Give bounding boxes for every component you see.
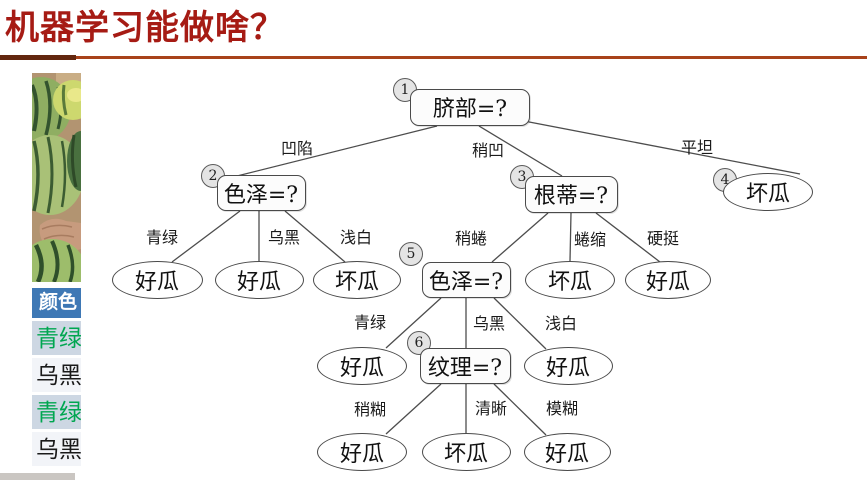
edge-label: 凹陷	[280, 139, 314, 158]
tree-edge	[491, 212, 549, 263]
edge-label: 硬挺	[646, 229, 680, 248]
edge-label: 稍糊	[353, 400, 387, 419]
decision-node: 纹理=?	[419, 348, 511, 384]
leaf-node: 好瓜	[317, 433, 407, 471]
decision-node: 色泽=?	[421, 262, 511, 298]
watermelon-photo	[32, 73, 81, 282]
edge-label: 青绿	[353, 313, 387, 332]
leaf-node: 坏瓜	[313, 261, 401, 299]
leaf-node: 好瓜	[523, 433, 611, 471]
tree-edge	[523, 120, 801, 175]
edge-label: 青绿	[145, 228, 179, 247]
tree-edge	[385, 383, 442, 435]
tree-edge	[569, 212, 572, 262]
tree-edge	[595, 212, 661, 263]
edge-label: 乌黑	[267, 228, 301, 247]
attribute-table-rows: 青绿乌黑青绿乌黑	[32, 321, 81, 466]
leaf-node: 坏瓜	[723, 173, 813, 211]
attribute-table-cell: 乌黑	[32, 432, 81, 466]
edge-label: 浅白	[339, 228, 373, 247]
edge-label: 稍蜷	[454, 229, 488, 248]
decision-node: 根蒂=?	[524, 175, 618, 213]
edge-label: 浅白	[544, 314, 578, 333]
attribute-table-cell: 乌黑	[32, 358, 81, 392]
attribute-table: 颜色 青绿乌黑青绿乌黑	[32, 288, 81, 466]
edge-label: 乌黑	[472, 314, 506, 333]
tree-edge	[493, 297, 547, 350]
tree-edge	[478, 125, 563, 177]
leaf-node: 好瓜	[111, 261, 203, 299]
attribute-table-cell: 青绿	[32, 321, 81, 355]
edge-label: 蜷缩	[573, 230, 607, 249]
leaf-node: 坏瓜	[421, 433, 511, 471]
tree-edge	[493, 383, 547, 436]
page-title: 机器学习能做啥？	[5, 9, 285, 47]
tree-edge	[171, 210, 241, 263]
edge-label: 清晰	[474, 399, 508, 418]
tree-edge	[284, 210, 346, 263]
leaf-node: 好瓜	[625, 261, 711, 299]
bottom-left-gray-bar	[0, 473, 75, 480]
decision-node: 脐部=?	[410, 88, 530, 126]
leaf-node: 坏瓜	[525, 261, 615, 299]
node-number-badge: 5	[399, 242, 423, 266]
watermelon-photo-image	[32, 73, 81, 282]
attribute-table-cell: 青绿	[32, 395, 81, 429]
edge-label: 稍凹	[471, 141, 505, 160]
leaf-node: 好瓜	[317, 347, 407, 385]
edge-label: 模糊	[545, 399, 579, 418]
title-divider-dark-segment	[0, 55, 76, 60]
leaf-node: 好瓜	[214, 261, 304, 299]
decision-node: 色泽=?	[216, 175, 306, 211]
title-divider-line	[76, 56, 867, 59]
edge-label: 平坦	[680, 138, 714, 157]
tree-edge	[385, 297, 442, 349]
attribute-table-header: 颜色	[32, 288, 81, 318]
leaf-node: 好瓜	[523, 347, 613, 385]
tree-edge	[236, 125, 438, 177]
